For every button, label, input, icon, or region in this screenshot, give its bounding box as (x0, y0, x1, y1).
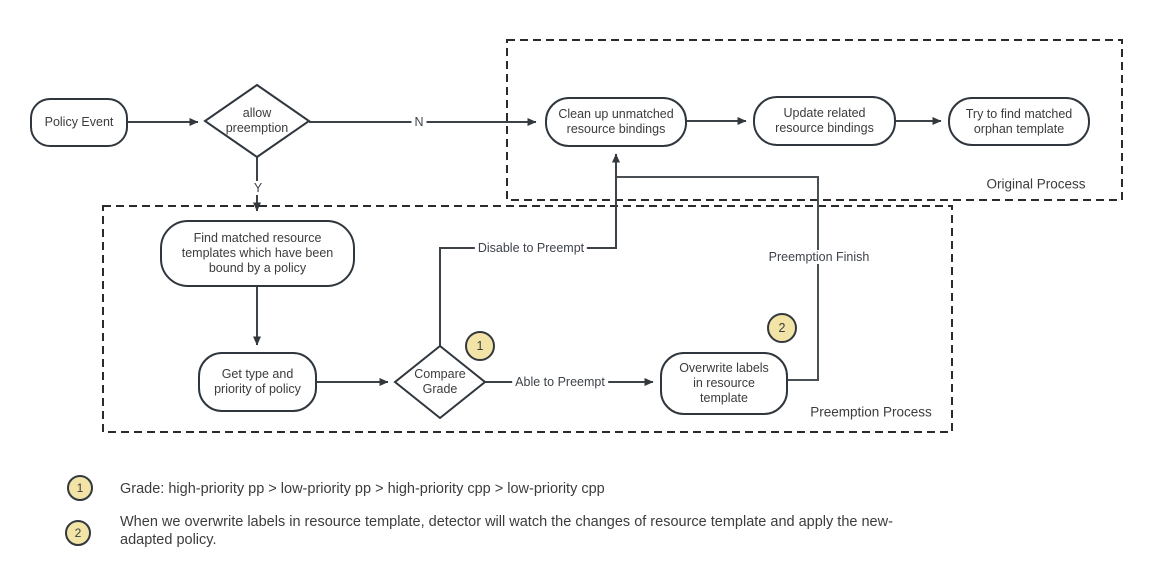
node-policy-event: Policy Event (30, 98, 128, 147)
node-try-find-orphan-template: Try to find matched orphan template (948, 97, 1090, 146)
original-process-caption: Original Process (986, 176, 1086, 192)
edge-label-disable-to-preempt: Disable to Preempt (474, 241, 588, 255)
node-clean-up-unmatched-bindings: Clean up unmatched resource bindings (545, 97, 687, 147)
preemption-process-region (102, 205, 953, 433)
node-overwrite-labels: Overwrite labels in resource template (660, 352, 788, 415)
footnote-2-badge: 2 (65, 520, 91, 546)
badge-1-compare-grade: 1 (465, 331, 495, 361)
edge-label-yes: Y (250, 181, 266, 195)
node-find-matched-templates: Find matched resource templates which ha… (160, 220, 355, 287)
footnote-2-text: When we overwrite labels in resource tem… (120, 514, 893, 548)
footnote-1-number: 1 (76, 481, 84, 495)
footnote-1-text: Grade: high-priority pp > low-priority p… (120, 481, 605, 497)
footnote-2-number: 2 (74, 526, 82, 540)
edge-label-able-to-preempt: Able to Preempt (512, 375, 608, 389)
allow-preemption-decision (203, 83, 311, 159)
node-overwrite-label: Overwrite labels in resource template (679, 361, 769, 405)
node-try-find-label: Try to find matched orphan template (965, 106, 1073, 136)
node-update-related-label: Update related resource bindings (775, 106, 874, 135)
badge-2-overwrite: 2 (767, 313, 797, 343)
node-find-matched-label: Find matched resource templates which ha… (181, 231, 334, 275)
badge-1-number: 1 (476, 339, 484, 353)
node-update-related-bindings: Update related resource bindings (753, 96, 896, 146)
node-clean-up-label: Clean up unmatched resource bindings (558, 107, 674, 136)
node-get-type-label: Get type and priority of policy (214, 367, 301, 396)
compare-grade-decision (393, 344, 487, 420)
node-policy-event-label: Policy Event (44, 115, 114, 129)
original-process-region (506, 39, 1123, 201)
edge-label-preemption-finish: Preemption Finish (765, 250, 873, 264)
preemption-process-caption: Preemption Process (810, 404, 932, 420)
edge-label-no: N (411, 115, 427, 129)
edge-preemption-finish (617, 176, 819, 381)
footnote-1-badge: 1 (67, 475, 93, 501)
badge-2-number: 2 (778, 321, 786, 335)
node-get-type-priority: Get type and priority of policy (198, 352, 317, 412)
